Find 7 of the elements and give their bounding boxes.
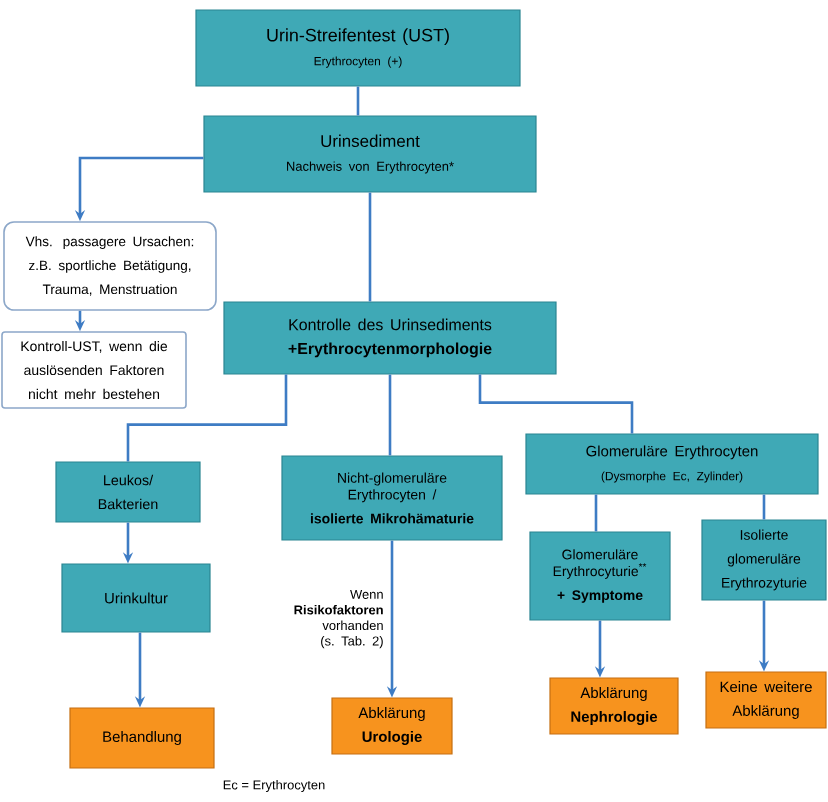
connector-line xyxy=(478,374,634,434)
connector-line xyxy=(594,494,598,532)
connector-line xyxy=(388,374,392,456)
connector-line xyxy=(368,192,372,302)
connector-line xyxy=(356,86,360,116)
connector-line xyxy=(762,494,766,520)
connector-line xyxy=(126,374,288,462)
